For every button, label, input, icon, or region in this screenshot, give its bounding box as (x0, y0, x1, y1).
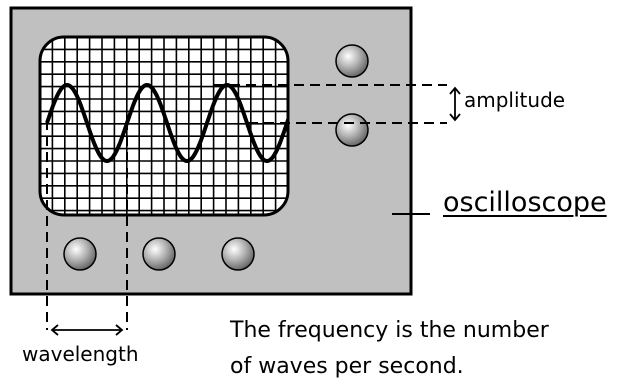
screen-grid (40, 37, 288, 215)
knob-bottom-3[interactable] (222, 238, 254, 270)
wavelength-label: wavelength (22, 342, 139, 366)
frequency-note-line-1: The frequency is the number (230, 318, 549, 343)
knob-middle-right[interactable] (336, 114, 368, 146)
amplitude-label: amplitude (464, 88, 565, 112)
knob-bottom-2[interactable] (143, 238, 175, 270)
frequency-note-line-2: of waves per second. (230, 354, 464, 379)
oscilloscope-label: oscilloscope (443, 187, 607, 218)
knob-bottom-1[interactable] (64, 238, 96, 270)
knob-top-right[interactable] (336, 45, 368, 77)
amplitude-arrow (450, 88, 460, 120)
wavelength-arrow (52, 325, 122, 335)
screen (40, 37, 327, 215)
